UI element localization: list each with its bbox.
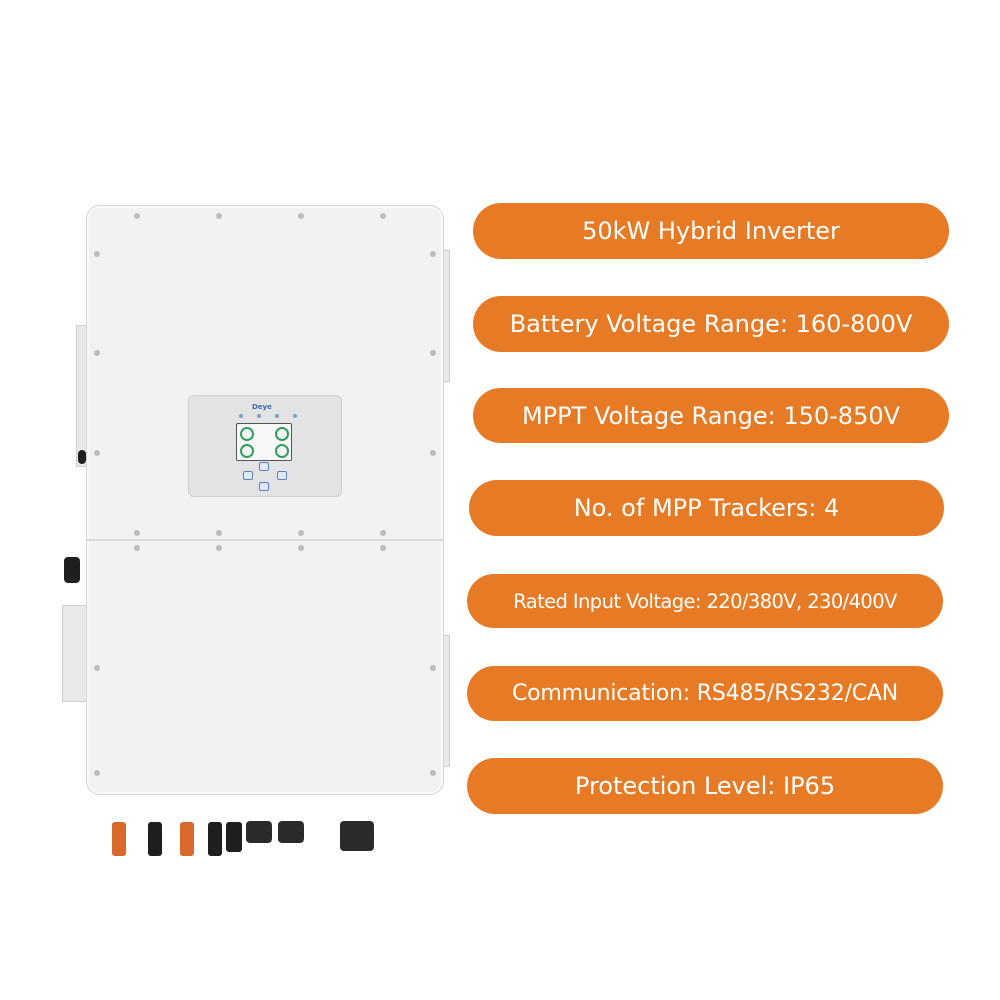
screw: [134, 530, 140, 536]
spec-pill-protection-level: Protection Level: IP65: [467, 758, 943, 814]
screw: [94, 251, 100, 257]
left-switch-knob: [64, 557, 80, 583]
screw: [430, 251, 436, 257]
led-indicator: [239, 414, 243, 418]
battery-connector: [226, 822, 242, 852]
gauge-icon: [275, 427, 289, 441]
screw: [380, 213, 386, 219]
panel-button-right[interactable]: [277, 471, 287, 480]
inverter-split-line: [86, 539, 444, 541]
screw: [94, 770, 100, 776]
cable-gland: [278, 821, 304, 843]
led-indicator: [275, 414, 279, 418]
screw: [430, 665, 436, 671]
spec-pill-battery-voltage: Battery Voltage Range: 160-800V: [473, 296, 949, 352]
led-indicator: [293, 414, 297, 418]
inverter-body: [86, 205, 444, 795]
control-panel: Deye: [188, 395, 342, 497]
screw: [298, 213, 304, 219]
panel-button-left[interactable]: [243, 471, 253, 480]
screw: [216, 530, 222, 536]
pv-connector-positive: [180, 822, 194, 856]
lcd-display-icon: [236, 423, 292, 461]
inverter-illustration: Deye: [60, 205, 460, 865]
screw: [380, 545, 386, 551]
gauge-icon: [240, 427, 254, 441]
spec-pill-model: 50kW Hybrid Inverter: [473, 203, 949, 259]
brand-logo: Deye: [252, 403, 272, 411]
screw: [134, 545, 140, 551]
gauge-icon: [240, 444, 254, 458]
left-lower-bracket: [62, 605, 90, 702]
panel-button-down[interactable]: [259, 482, 269, 491]
spec-pill-communication: Communication: RS485/RS232/CAN: [467, 666, 943, 721]
cable-gland: [340, 821, 374, 851]
cable-gland: [246, 821, 272, 843]
screw: [430, 350, 436, 356]
screw: [216, 545, 222, 551]
screw: [430, 770, 436, 776]
panel-button-up[interactable]: [259, 462, 269, 471]
pv-connector-positive: [112, 822, 126, 856]
screw: [298, 530, 304, 536]
screw: [380, 530, 386, 536]
status-leds: [239, 414, 297, 418]
screw: [430, 450, 436, 456]
left-side-port: [78, 450, 86, 464]
spec-pill-mppt-voltage: MPPT Voltage Range: 150-850V: [473, 388, 949, 443]
led-indicator: [257, 414, 261, 418]
screw: [298, 545, 304, 551]
gauge-icon: [275, 444, 289, 458]
screw: [94, 450, 100, 456]
screw: [216, 213, 222, 219]
spec-pill-mpp-trackers: No. of MPP Trackers: 4: [469, 480, 944, 536]
screw: [94, 665, 100, 671]
screw: [94, 350, 100, 356]
pv-connector-negative: [208, 822, 222, 856]
spec-pill-rated-input-voltage: Rated Input Voltage: 220/380V, 230/400V: [467, 574, 943, 628]
screw: [134, 213, 140, 219]
pv-connector-negative: [148, 822, 162, 856]
